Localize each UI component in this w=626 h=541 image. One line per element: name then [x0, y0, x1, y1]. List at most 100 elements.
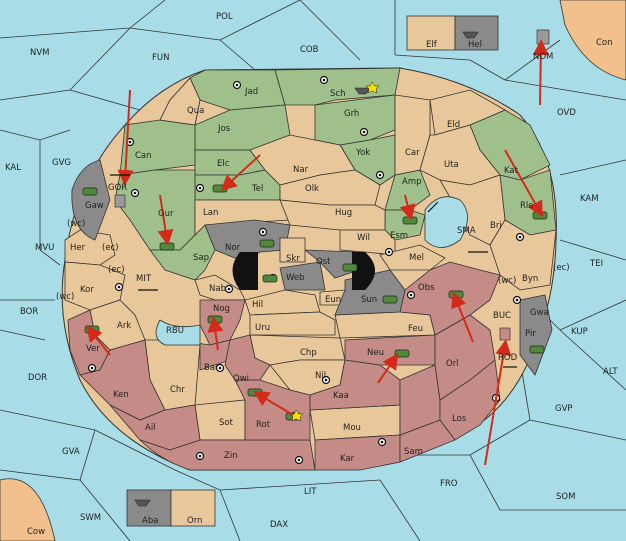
label-kor: Kor	[80, 285, 94, 295]
label-los: Los	[452, 414, 467, 424]
army-unit[interactable]	[159, 242, 175, 251]
fleet-unit[interactable]	[536, 29, 550, 45]
region-kaa[interactable]	[309, 359, 401, 411]
sea-alt: ALT	[603, 367, 618, 377]
coast-labels: (wc) (ec) (ec) (wc) (wc) (ec)	[56, 219, 570, 302]
army-unit[interactable]	[382, 295, 398, 304]
region-orn[interactable]	[170, 489, 216, 527]
region-qua[interactable]	[159, 77, 201, 126]
region-nor[interactable]	[204, 219, 291, 263]
fleet-unit[interactable]	[134, 499, 151, 507]
sea-fro: FRO	[440, 479, 458, 489]
label-ark: Ark	[117, 321, 131, 331]
label-byn: Byn	[522, 274, 538, 284]
label-bri: Bri	[490, 221, 502, 231]
sea-cow: Cow	[27, 527, 45, 537]
label-amp: Amp	[402, 177, 422, 187]
label-rle: Rle	[520, 201, 534, 211]
label-jad: Jad	[244, 87, 258, 97]
army-unit[interactable]	[342, 263, 358, 272]
label-mel: Mel	[409, 253, 424, 263]
label-wil: Wil	[357, 233, 370, 243]
label-nar: Nar	[293, 165, 309, 175]
sea-cob: COB	[300, 45, 319, 55]
sea-nom: NOM	[533, 52, 553, 62]
fleet-unit[interactable]	[114, 194, 126, 208]
label-esm: Esm	[390, 231, 408, 241]
label-jos: Jos	[217, 124, 231, 134]
army-unit[interactable]	[532, 211, 548, 220]
region-byn[interactable]	[489, 219, 557, 291]
label-sam: Sam	[404, 447, 423, 457]
label-orn: Orn	[187, 516, 202, 526]
sea-gvg: GVG	[52, 158, 71, 168]
sea-buc: BUC	[493, 311, 511, 321]
label-qwi: Qwi	[233, 374, 249, 384]
region-gaw[interactable]	[71, 159, 111, 241]
region-black-east[interactable]	[352, 252, 375, 290]
link-arrows	[110, 174, 517, 368]
fleet-unit[interactable]	[354, 87, 371, 95]
label-obs: Obs	[418, 283, 435, 293]
region-hil[interactable]	[244, 289, 321, 316]
channel-rbu	[155, 319, 201, 346]
sea-mvu: MVU	[35, 243, 54, 253]
sea-pol: POL	[216, 12, 233, 22]
red-territory	[67, 261, 501, 471]
label-zin: Zin	[224, 451, 238, 461]
label-sun: Sun	[361, 295, 377, 305]
label-pir: Pir	[525, 329, 536, 339]
region-aba[interactable]	[126, 489, 172, 527]
army-unit[interactable]	[394, 349, 410, 358]
label-aba: Aba	[142, 516, 158, 526]
sea-gva: GVA	[62, 447, 80, 457]
region-skr[interactable]	[279, 237, 306, 263]
sea-kal: KAL	[5, 163, 21, 173]
label-rot: Rot	[256, 420, 271, 430]
region-hug[interactable]	[279, 199, 386, 231]
fleet-unit[interactable]	[462, 31, 479, 39]
region-eld[interactable]	[429, 89, 506, 136]
label-ost: Ost	[316, 257, 331, 267]
region-kar[interactable]	[314, 434, 401, 471]
region-uru[interactable]	[249, 311, 336, 336]
star-icon	[365, 81, 380, 94]
region-web[interactable]	[279, 261, 326, 291]
sea-sma: SMA	[457, 226, 476, 236]
fleet-unit[interactable]	[499, 327, 511, 341]
label-olk: Olk	[305, 184, 319, 194]
coast-wc: (wc)	[67, 219, 85, 229]
region-black-west[interactable]	[232, 252, 259, 290]
region-qwi[interactable]	[224, 334, 271, 381]
label-sch: Sch	[330, 89, 345, 99]
region-mel[interactable]	[379, 244, 446, 271]
army-unit[interactable]	[529, 345, 545, 354]
sea-gor: GOR	[108, 183, 127, 193]
sea-ovd: OVD	[557, 108, 576, 118]
army-unit[interactable]	[262, 274, 278, 283]
label-uru: Uru	[255, 323, 270, 333]
region-neu[interactable]	[344, 334, 436, 366]
label-bar: Bar	[204, 363, 219, 373]
army-unit[interactable]	[259, 239, 275, 248]
label-nil: Nil	[315, 371, 326, 381]
label-elc: Elc	[217, 159, 230, 169]
region-elf[interactable]	[406, 15, 456, 51]
region-sap[interactable]	[149, 224, 216, 281]
label-gur: Gur	[158, 209, 174, 219]
region-can[interactable]	[119, 119, 196, 176]
army-unit[interactable]	[402, 216, 418, 225]
label-uta: Uta	[444, 160, 459, 170]
sea-kup: KUP	[571, 327, 588, 337]
sea-rod: ROD	[498, 353, 518, 363]
sea-swm: SWM	[80, 513, 101, 523]
army-unit[interactable]	[82, 187, 98, 196]
label-grh: Grh	[344, 109, 359, 119]
sea-con: Con	[596, 38, 613, 48]
region-zin[interactable]	[139, 439, 316, 471]
region-los[interactable]	[439, 359, 501, 441]
sea-labels: POL FUN NVM COB KAL GVG MVU BOR DOR GVA …	[5, 12, 618, 537]
sea-tei: TEI	[589, 259, 603, 269]
label-skr: Skr	[286, 254, 300, 264]
